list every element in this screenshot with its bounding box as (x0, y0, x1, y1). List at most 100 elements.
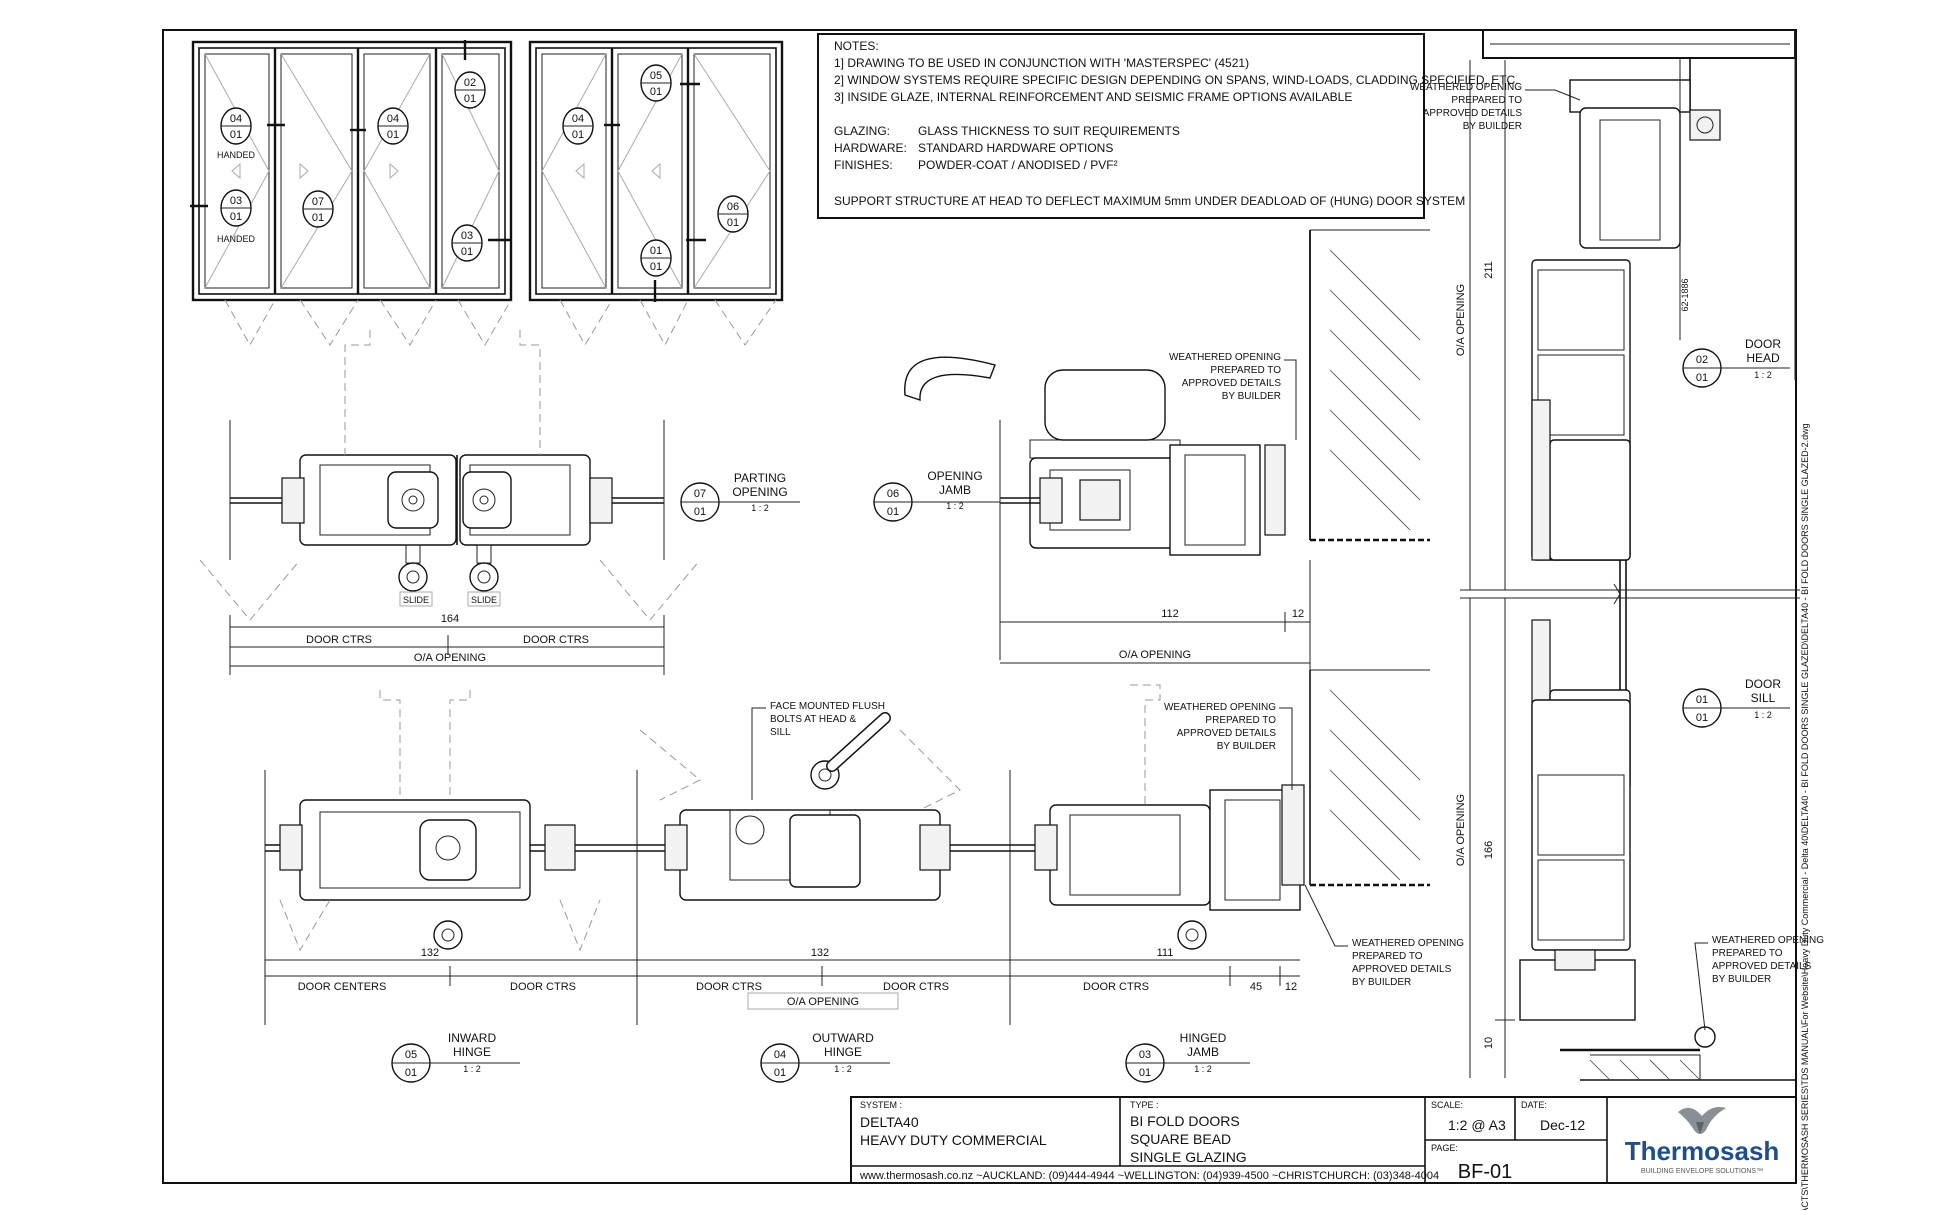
note-1: 1] DRAWING TO BE USED IN CONJUNCTION WIT… (834, 56, 1249, 70)
file-path: P:\CONTRACTS\THERMOSASH SERIES\TDS MANUA… (1800, 423, 1810, 1210)
svg-text:03: 03 (1139, 1049, 1151, 1061)
spec-hardware-label: HARDWARE: (834, 141, 907, 155)
svg-text:APPROVED DETAILS: APPROVED DETAILS (1182, 378, 1282, 389)
type-line-1: BI FOLD DOORS (1130, 1113, 1240, 1129)
svg-text:10: 10 (1483, 1037, 1495, 1049)
system-line-2: HEAVY DUTY COMMERCIAL (860, 1132, 1047, 1148)
detail-tag-parting: 07 01 PARTING OPENING 1 : 2 (680, 471, 800, 522)
svg-text:164: 164 (441, 613, 459, 625)
type-line-3: SINGLE GLAZING (1130, 1149, 1247, 1165)
svg-text:1 : 2: 1 : 2 (1194, 1064, 1212, 1074)
svg-text:07: 07 (312, 196, 324, 208)
title-block: SYSTEM : DELTA40 HEAVY DUTY COMMERCIAL T… (850, 1096, 1797, 1184)
svg-text:DOOR CTRS: DOOR CTRS (523, 634, 589, 646)
svg-text:04: 04 (230, 113, 242, 125)
svg-text:111: 111 (1157, 947, 1174, 959)
note-3: 3] INSIDE GLAZE, INTERNAL REINFORCEMENT … (834, 90, 1352, 104)
elevation-tag-b: 03 01 HANDED (217, 189, 255, 244)
svg-text:APPROVED DETAILS: APPROVED DETAILS (1352, 964, 1452, 975)
svg-text:166: 166 (1483, 841, 1495, 859)
detail-tag-head: 02 01 DOOR HEAD 1 : 2 (1682, 337, 1790, 388)
svg-text:12: 12 (1292, 608, 1304, 620)
elevation-tag-f: 03 01 (451, 224, 483, 262)
svg-text:01: 01 (1696, 694, 1708, 706)
svg-text:BOLTS AT HEAD &: BOLTS AT HEAD & (770, 714, 856, 725)
elevation-tag-c: 07 01 (302, 190, 334, 228)
date-value: Dec-12 (1540, 1117, 1585, 1133)
wall-hatch-lower (1309, 669, 1430, 887)
svg-text:WEATHERED OPENING: WEATHERED OPENING (1410, 82, 1522, 93)
detail-parting-opening: SLIDE SLIDE 164 DOOR CTRS DOOR CTRS O/A … (199, 330, 701, 675)
bolts-annotation: FACE MOUNTED FLUSH BOLTS AT HEAD & SILL (751, 701, 885, 800)
detail-tag-inward: 05 01 INWARD HINGE 1 : 2 (391, 1031, 520, 1083)
contact-line: www.thermosash.co.nz ~AUCKLAND: (09)444-… (859, 1170, 1439, 1182)
svg-text:BY BUILDER: BY BUILDER (1217, 741, 1276, 752)
svg-text:01: 01 (1696, 372, 1708, 384)
svg-text:01: 01 (230, 129, 242, 141)
elevation-tag-a: 04 01 HANDED (217, 107, 255, 160)
svg-text:PARTING: PARTING (734, 471, 786, 485)
svg-text:O/A OPENING: O/A OPENING (1455, 794, 1467, 866)
svg-text:OUTWARD: OUTWARD (812, 1031, 874, 1045)
detail-bottom-row: 132 DOOR CENTERS DOOR CTRS 132 DOOR CTRS… (264, 684, 1305, 1025)
detail-opening-jamb: 112 12 O/A OPENING (904, 229, 1430, 670)
svg-text:SLIDE: SLIDE (403, 595, 429, 605)
svg-text:DOOR CTRS: DOOR CTRS (1083, 981, 1149, 993)
weathered-note-sill: WEATHERED OPENING PREPARED TO APPROVED D… (1694, 935, 1824, 1031)
svg-text:01: 01 (727, 217, 739, 229)
svg-text:WEATHERED OPENING: WEATHERED OPENING (1352, 938, 1464, 949)
svg-text:06: 06 (727, 201, 739, 213)
svg-text:132: 132 (811, 947, 829, 959)
svg-text:WEATHERED OPENING: WEATHERED OPENING (1712, 935, 1824, 946)
svg-text:05: 05 (405, 1049, 417, 1061)
svg-text:01: 01 (230, 211, 242, 223)
elevation-tag-g: 04 01 (562, 107, 594, 145)
svg-text:1 : 2: 1 : 2 (1754, 370, 1772, 380)
detail-tag-sill: 01 01 DOOR SILL 1 : 2 (1682, 677, 1790, 728)
svg-text:01: 01 (405, 1067, 417, 1079)
elevation-left (190, 40, 513, 347)
elevation-tag-d: 04 01 (377, 107, 409, 145)
weathered-note-hinged-lower: WEATHERED OPENING PREPARED TO APPROVED D… (1304, 884, 1464, 988)
svg-text:PREPARED TO: PREPARED TO (1451, 95, 1522, 106)
svg-text:PREPARED TO: PREPARED TO (1352, 951, 1423, 962)
svg-text:DOOR CENTERS: DOOR CENTERS (298, 981, 387, 993)
svg-text:06: 06 (887, 488, 899, 500)
svg-text:03: 03 (461, 230, 473, 242)
support-note: SUPPORT STRUCTURE AT HEAD TO DEFLECT MAX… (834, 194, 1465, 208)
page-label: PAGE: (1431, 1143, 1458, 1153)
spec-finishes-value: POWDER-COAT / ANODISED / PVF² (918, 158, 1118, 172)
svg-text:112: 112 (1161, 608, 1179, 620)
svg-text:1 : 2: 1 : 2 (1754, 710, 1772, 720)
svg-text:OPENING: OPENING (732, 485, 787, 499)
svg-text:01: 01 (461, 246, 473, 258)
svg-text:APPROVED DETAILS: APPROVED DETAILS (1712, 961, 1812, 972)
logo-tagline: BUILDING ENVELOPE SOLUTIONS™ (1641, 1168, 1763, 1175)
svg-text:01: 01 (464, 93, 476, 105)
svg-text:05: 05 (650, 70, 662, 82)
svg-text:APPROVED DETAILS: APPROVED DETAILS (1423, 108, 1523, 119)
svg-text:03: 03 (230, 195, 242, 207)
svg-text:BY BUILDER: BY BUILDER (1222, 391, 1281, 402)
system-label: SYSTEM : (860, 1100, 902, 1110)
page-value: BF-01 (1458, 1161, 1512, 1183)
svg-text:DOOR CTRS: DOOR CTRS (510, 981, 576, 993)
svg-text:HINGE: HINGE (824, 1045, 862, 1059)
system-line-1: DELTA40 (860, 1114, 919, 1130)
svg-text:1 : 2: 1 : 2 (834, 1064, 852, 1074)
svg-text:01: 01 (387, 129, 399, 141)
svg-text:BY BUILDER: BY BUILDER (1352, 977, 1411, 988)
spec-hardware-value: STANDARD HARDWARE OPTIONS (918, 141, 1113, 155)
weathered-note-head: WEATHERED OPENING PREPARED TO APPROVED D… (1410, 82, 1581, 132)
svg-text:04: 04 (572, 113, 584, 125)
svg-text:01: 01 (774, 1067, 786, 1079)
svg-text:132: 132 (421, 947, 439, 959)
svg-text:HEAD: HEAD (1746, 351, 1780, 365)
weathered-note-jamb: WEATHERED OPENING PREPARED TO APPROVED D… (1169, 352, 1297, 440)
svg-text:PREPARED TO: PREPARED TO (1210, 365, 1281, 376)
svg-text:DOOR: DOOR (1745, 337, 1781, 351)
svg-text:02: 02 (464, 77, 476, 89)
svg-text:DOOR: DOOR (1745, 677, 1781, 691)
thermosash-logo-icon (1678, 1107, 1726, 1134)
